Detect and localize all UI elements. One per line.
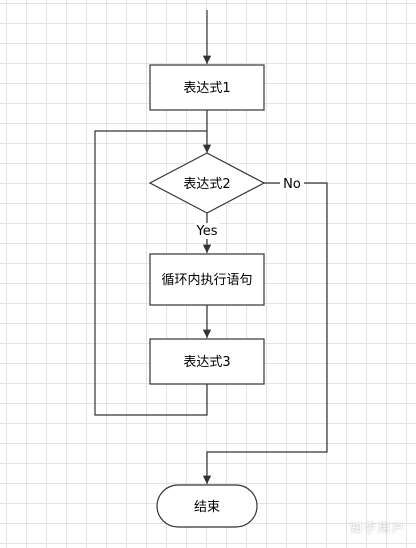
node-expr3: 表达式3 <box>149 338 265 385</box>
node-loop-body-label: 循环内执行语句 <box>161 272 252 288</box>
edge-label-yes-bg <box>195 223 219 239</box>
edge-expr3-loop-back <box>94 130 208 416</box>
edge-label-yes: Yes <box>196 224 218 239</box>
node-expr1-label: 表达式1 <box>183 81 230 96</box>
node-expr2-label: 表达式2 <box>183 177 230 192</box>
watermark: 知乎用户 <box>349 521 406 535</box>
node-end-label: 结束 <box>194 500 220 515</box>
node-loop-body: 循环内执行语句 <box>149 253 265 306</box>
node-expr1: 表达式1 <box>149 64 265 111</box>
edge-label-no: No <box>283 177 301 192</box>
edge-label-no-bg <box>280 175 304 191</box>
node-expr3-label: 表达式3 <box>183 355 230 370</box>
node-end: 结束 <box>156 484 258 528</box>
node-expr2: 表达式2 <box>148 152 266 214</box>
edge-expr2-no-to-end <box>202 182 328 484</box>
